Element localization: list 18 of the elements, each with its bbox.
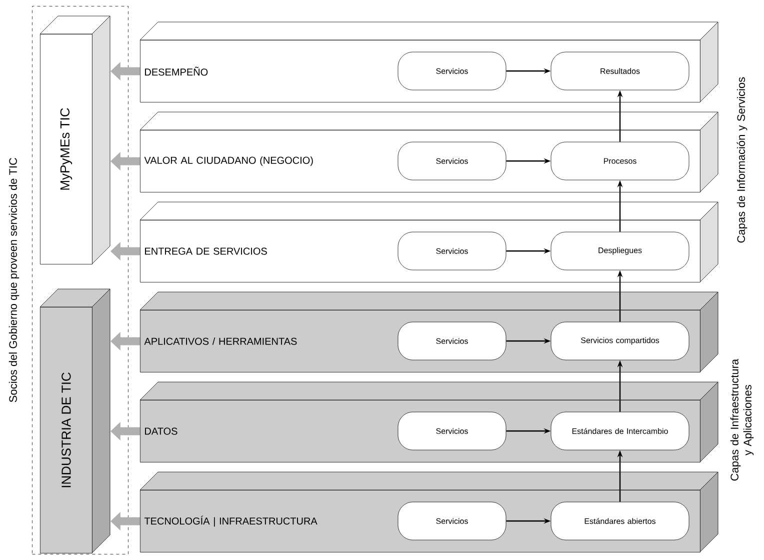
pill-box: Servicios: [398, 232, 506, 270]
pill-box: Resultados: [550, 52, 690, 90]
pill-box: Servicios: [398, 322, 506, 360]
layer-group-label: Capas de Infraestructura y Aplicaciones: [730, 358, 754, 481]
pill-box: Servicios: [398, 52, 506, 90]
layer-group-label: Capas de Información y Servicios: [736, 77, 748, 243]
side-box: MyPyMEs TIC: [40, 16, 110, 264]
pill-box: Servicios: [398, 412, 506, 450]
group-heading: Socios del Gobierno que proveen servicios de TIC: [8, 158, 20, 402]
side-box: INDUSTRIA DE TIC: [40, 288, 110, 554]
pill-box: Despliegues: [550, 232, 690, 270]
pill-box: Servicios: [398, 502, 506, 540]
pill-box: Servicios compartidos: [550, 322, 690, 360]
pill-box: Estándares abiertos: [550, 502, 690, 540]
pill-box: Estándares de Intercambio: [550, 412, 690, 450]
pill-box: Procesos: [550, 142, 690, 180]
pill-box: Servicios: [398, 142, 506, 180]
dashed-group-box: [32, 6, 128, 554]
